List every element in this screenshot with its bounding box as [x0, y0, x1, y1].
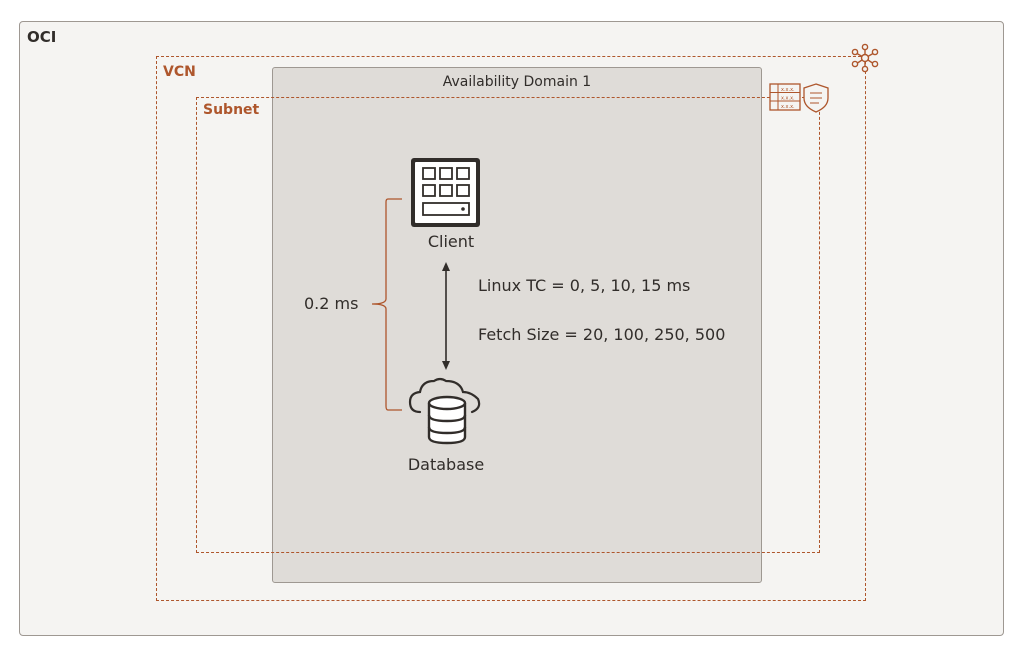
availability-domain-label: Availability Domain 1	[442, 74, 592, 90]
subnet-label: Subnet	[203, 102, 260, 118]
latency-label: 0.2 ms	[304, 294, 359, 313]
database-cloud-icon	[408, 377, 481, 445]
svg-text:x.x.x.: x.x.x.	[781, 87, 795, 93]
oci-label: OCI	[27, 28, 57, 46]
svg-text:x.x.x.: x.x.x.	[781, 96, 795, 102]
svg-text:x.x.x.: x.x.x.	[781, 104, 795, 110]
latency-brace	[371, 198, 402, 411]
vcn-network-icon	[851, 43, 879, 73]
availability-domain-container	[272, 67, 762, 583]
fetch-size-label: Fetch Size = 20, 100, 250, 500	[478, 325, 726, 344]
vcn-container	[156, 56, 866, 601]
client-database-connection-arrow	[442, 262, 450, 370]
linux-tc-label: Linux TC = 0, 5, 10, 15 ms	[478, 276, 691, 295]
database-label: Database	[407, 455, 485, 474]
subnet-container	[196, 97, 820, 553]
security-list-shield-icon	[803, 83, 829, 113]
client-compute-icon	[411, 158, 480, 227]
vcn-label: VCN	[163, 64, 196, 80]
client-label: Client	[427, 232, 475, 251]
route-table-icon: x.x.x. x.x.x. x.x.x.	[769, 83, 801, 111]
